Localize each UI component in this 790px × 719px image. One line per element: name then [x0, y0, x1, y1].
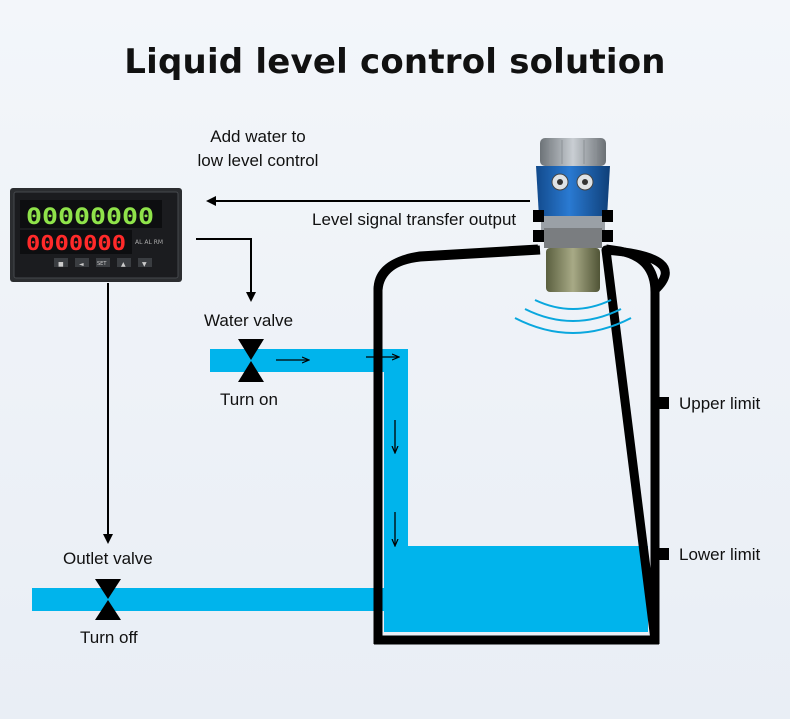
- outlet-valve-icon[interactable]: [95, 579, 121, 620]
- outlet-valve-label: Outlet valve: [63, 549, 153, 568]
- upper-limit-marker: [658, 397, 669, 409]
- controller-device[interactable]: 00000000 0000000 AL AL RM ■ ◄ SET ▲ ▼: [10, 188, 182, 282]
- water-valve-icon[interactable]: [238, 339, 264, 382]
- controller-button-4[interactable]: ▲: [121, 261, 126, 268]
- ultrasonic-sensor-icon: [514, 138, 632, 334]
- turn-off-label: Turn off: [80, 628, 138, 647]
- lower-limit-label: Lower limit: [679, 545, 761, 564]
- controller-button-2[interactable]: ◄: [79, 261, 84, 268]
- upper-limit-label: Upper limit: [679, 394, 761, 413]
- control-lines: [103, 196, 530, 544]
- add-water-label-line2: low level control: [197, 151, 319, 170]
- add-water-label-line1: Add water to: [210, 127, 306, 146]
- water-valve-label: Water valve: [204, 311, 294, 330]
- outlet-pipe: [32, 588, 386, 611]
- flow-arrows: [276, 357, 398, 545]
- controller-upper-display: 00000000: [26, 205, 154, 230]
- tank-water: [384, 546, 648, 632]
- controller-button-1[interactable]: ■: [58, 261, 64, 268]
- controller-buttons[interactable]: ■ ◄ SET ▲ ▼: [54, 258, 152, 268]
- controller-button-5[interactable]: ▼: [142, 261, 147, 268]
- controller-indicators: AL AL RM: [135, 239, 163, 246]
- controller-lower-display: 0000000: [26, 231, 126, 255]
- controller-button-3[interactable]: SET: [97, 261, 107, 267]
- lower-limit-marker: [658, 548, 669, 560]
- turn-on-label: Turn on: [220, 390, 278, 409]
- page-title: Liquid level control solution: [124, 42, 666, 82]
- level-signal-label: Level signal transfer output: [312, 210, 517, 229]
